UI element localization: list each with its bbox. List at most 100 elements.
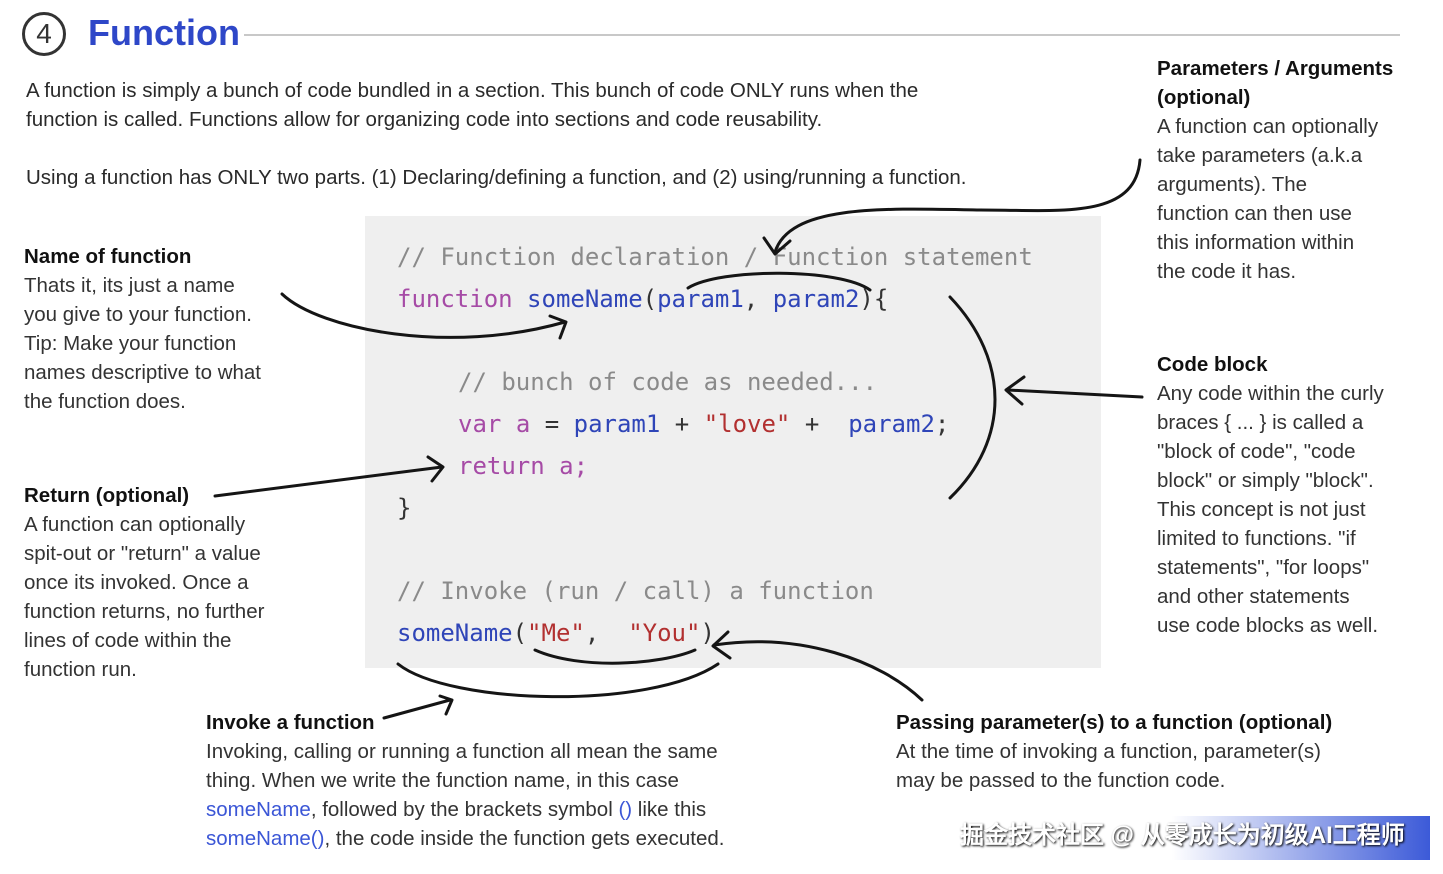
semicolon: ;: [934, 410, 950, 438]
keyword-function: function: [397, 285, 513, 313]
brace-code-block: [948, 295, 997, 500]
string-love: "love": [703, 410, 791, 438]
note-return-title: Return (optional): [24, 484, 190, 507]
note-return-line: lines of code within the: [24, 629, 232, 652]
code-function-signature: function someName(param1, param2){: [397, 284, 888, 314]
arrow-code-block: [1006, 388, 1144, 399]
param-comma: ,: [743, 285, 759, 313]
argument-you: "You": [628, 619, 701, 647]
note-code-block-line: Any code within the curly: [1157, 382, 1384, 405]
invoke-function-name: someName: [397, 619, 513, 647]
note-parameters-line: arguments). The: [1157, 173, 1308, 196]
code-comment-declaration: // Function declaration / Function state…: [397, 243, 1033, 271]
watermark: 掘金技术社区 @ 从零成长为初级AI工程师: [960, 816, 1430, 860]
note-invoke-text: , the code inside the function gets exec…: [324, 827, 725, 850]
param-1: param1: [657, 285, 744, 313]
underline-invoke: [396, 662, 720, 699]
note-invoke-text: , followed by the brackets symbol: [310, 798, 619, 821]
note-name-line: names descriptive to what: [24, 361, 262, 384]
invoke-paren-open: (: [512, 619, 528, 647]
note-code-block-line: braces { ... } is called a: [1157, 411, 1364, 434]
plus-1: +: [674, 410, 690, 438]
note-parameters-line: the code it has.: [1157, 260, 1297, 283]
page-title: Function: [88, 12, 240, 53]
intro-paragraph: A function is simply a bunch of code bun…: [26, 76, 918, 134]
underline-arguments: [533, 648, 697, 665]
note-return-line: A function can optionally: [24, 513, 246, 536]
use-param-2: param2: [848, 410, 935, 438]
arrow-name-of-function: [280, 292, 567, 339]
note-return-line: function returns, no further: [24, 600, 265, 623]
note-name-title: Name of function: [24, 245, 192, 268]
paren-open: (: [642, 285, 658, 313]
arrow-parameters: [773, 158, 1142, 254]
note-parameters-line: A function can optionally: [1157, 115, 1379, 138]
note-code-block-line: use code blocks as well.: [1157, 614, 1379, 637]
note-parameters-line: take parameters (a.k.a: [1157, 144, 1363, 167]
arrow-passing-head: [711, 630, 732, 660]
arrow-invoke-head: [438, 694, 454, 716]
section-number-badge: 4: [22, 12, 66, 56]
note-invoke-line: someName, followed by the brackets symbo…: [206, 795, 806, 824]
note-invoke-line: thing. When we write the function name, …: [206, 769, 679, 792]
paren-close-brace: ){: [859, 285, 889, 313]
note-return-line: function run.: [24, 658, 137, 681]
note-invoke-title: Invoke a function: [206, 711, 375, 734]
note-return-line: spit-out or "return" a value: [24, 542, 261, 565]
arrow-return: [213, 465, 444, 498]
note-parameters-title-2: (optional): [1157, 86, 1251, 109]
note-name-of-function: Name of function Thats it, its just a na…: [24, 242, 314, 416]
note-return-line: once its invoked. Once a: [24, 571, 249, 594]
code-panel: [365, 216, 1101, 668]
code-var-line: var a = param1 + "love" + param2;: [458, 409, 949, 439]
function-name: someName: [527, 285, 643, 313]
invoke-paren-close: ): [700, 619, 715, 647]
note-name-line: the function does.: [24, 390, 186, 413]
param-2: param2: [772, 285, 860, 313]
note-code-block: Code block Any code within the curly bra…: [1157, 350, 1427, 640]
code-invoke-line: someName("Me", "You"): [397, 618, 715, 648]
return-a: a;: [559, 452, 589, 480]
code-return-line: return a;: [458, 451, 588, 481]
note-invoke-line: someName(), the code inside the function…: [206, 824, 806, 853]
intro-line-3: Using a function has ONLY two parts. (1)…: [26, 166, 967, 189]
code-comment-invoke: // Invoke (run / call) a function: [397, 577, 874, 605]
plus-2: +: [804, 410, 820, 438]
note-code-block-line: "block of code", "code: [1157, 440, 1356, 463]
note-invoke-text: like this: [632, 798, 707, 821]
note-code-block-title: Code block: [1157, 353, 1268, 376]
intro-line-1: A function is simply a bunch of code bun…: [26, 79, 919, 102]
arrow-code-block-head: [1004, 375, 1026, 406]
invoke-comma: ,: [584, 619, 600, 647]
title-divider: [244, 34, 1400, 36]
var-a: a: [515, 410, 531, 438]
note-parameters-title-1: Parameters / Arguments: [1157, 57, 1394, 80]
note-parameters-line: function can then use: [1157, 202, 1352, 225]
arrow-passing-parameters: [712, 640, 924, 702]
keyword-var: var: [458, 410, 502, 438]
note-return: Return (optional) A function can optiona…: [24, 481, 324, 684]
argument-me: "Me": [527, 619, 585, 647]
arrow-return-head: [426, 455, 445, 483]
note-code-block-line: statements", "for loops": [1157, 556, 1370, 579]
inline-code-somename-call: someName(): [206, 827, 325, 850]
equals-sign: =: [544, 410, 560, 438]
note-name-line: Thats it, its just a name: [24, 274, 235, 297]
intro-line-2: function is called. Functions allow for …: [26, 108, 823, 131]
note-invoke-line: Invoking, calling or running a function …: [206, 740, 718, 763]
note-passing-title: Passing parameter(s) to a function (opti…: [896, 711, 1333, 734]
code-brace-close: }: [397, 494, 412, 522]
note-code-block-line: This concept is not just: [1157, 498, 1366, 521]
arrow-parameters-head: [762, 236, 792, 256]
inline-code-brackets: (): [618, 798, 633, 821]
arrow-name-head: [548, 314, 568, 340]
note-code-block-line: limited to functions. "if: [1157, 527, 1356, 550]
use-param-1: param1: [573, 410, 661, 438]
note-passing-parameters: Passing parameter(s) to a function (opti…: [896, 708, 1396, 795]
note-code-block-line: block" or simply "block".: [1157, 469, 1374, 492]
note-parameters-line: this information within: [1157, 231, 1355, 254]
note-parameters: Parameters / Arguments (optional) A func…: [1157, 54, 1427, 286]
inline-code-somename: someName: [206, 798, 311, 821]
note-passing-line: may be passed to the function code.: [896, 769, 1226, 792]
